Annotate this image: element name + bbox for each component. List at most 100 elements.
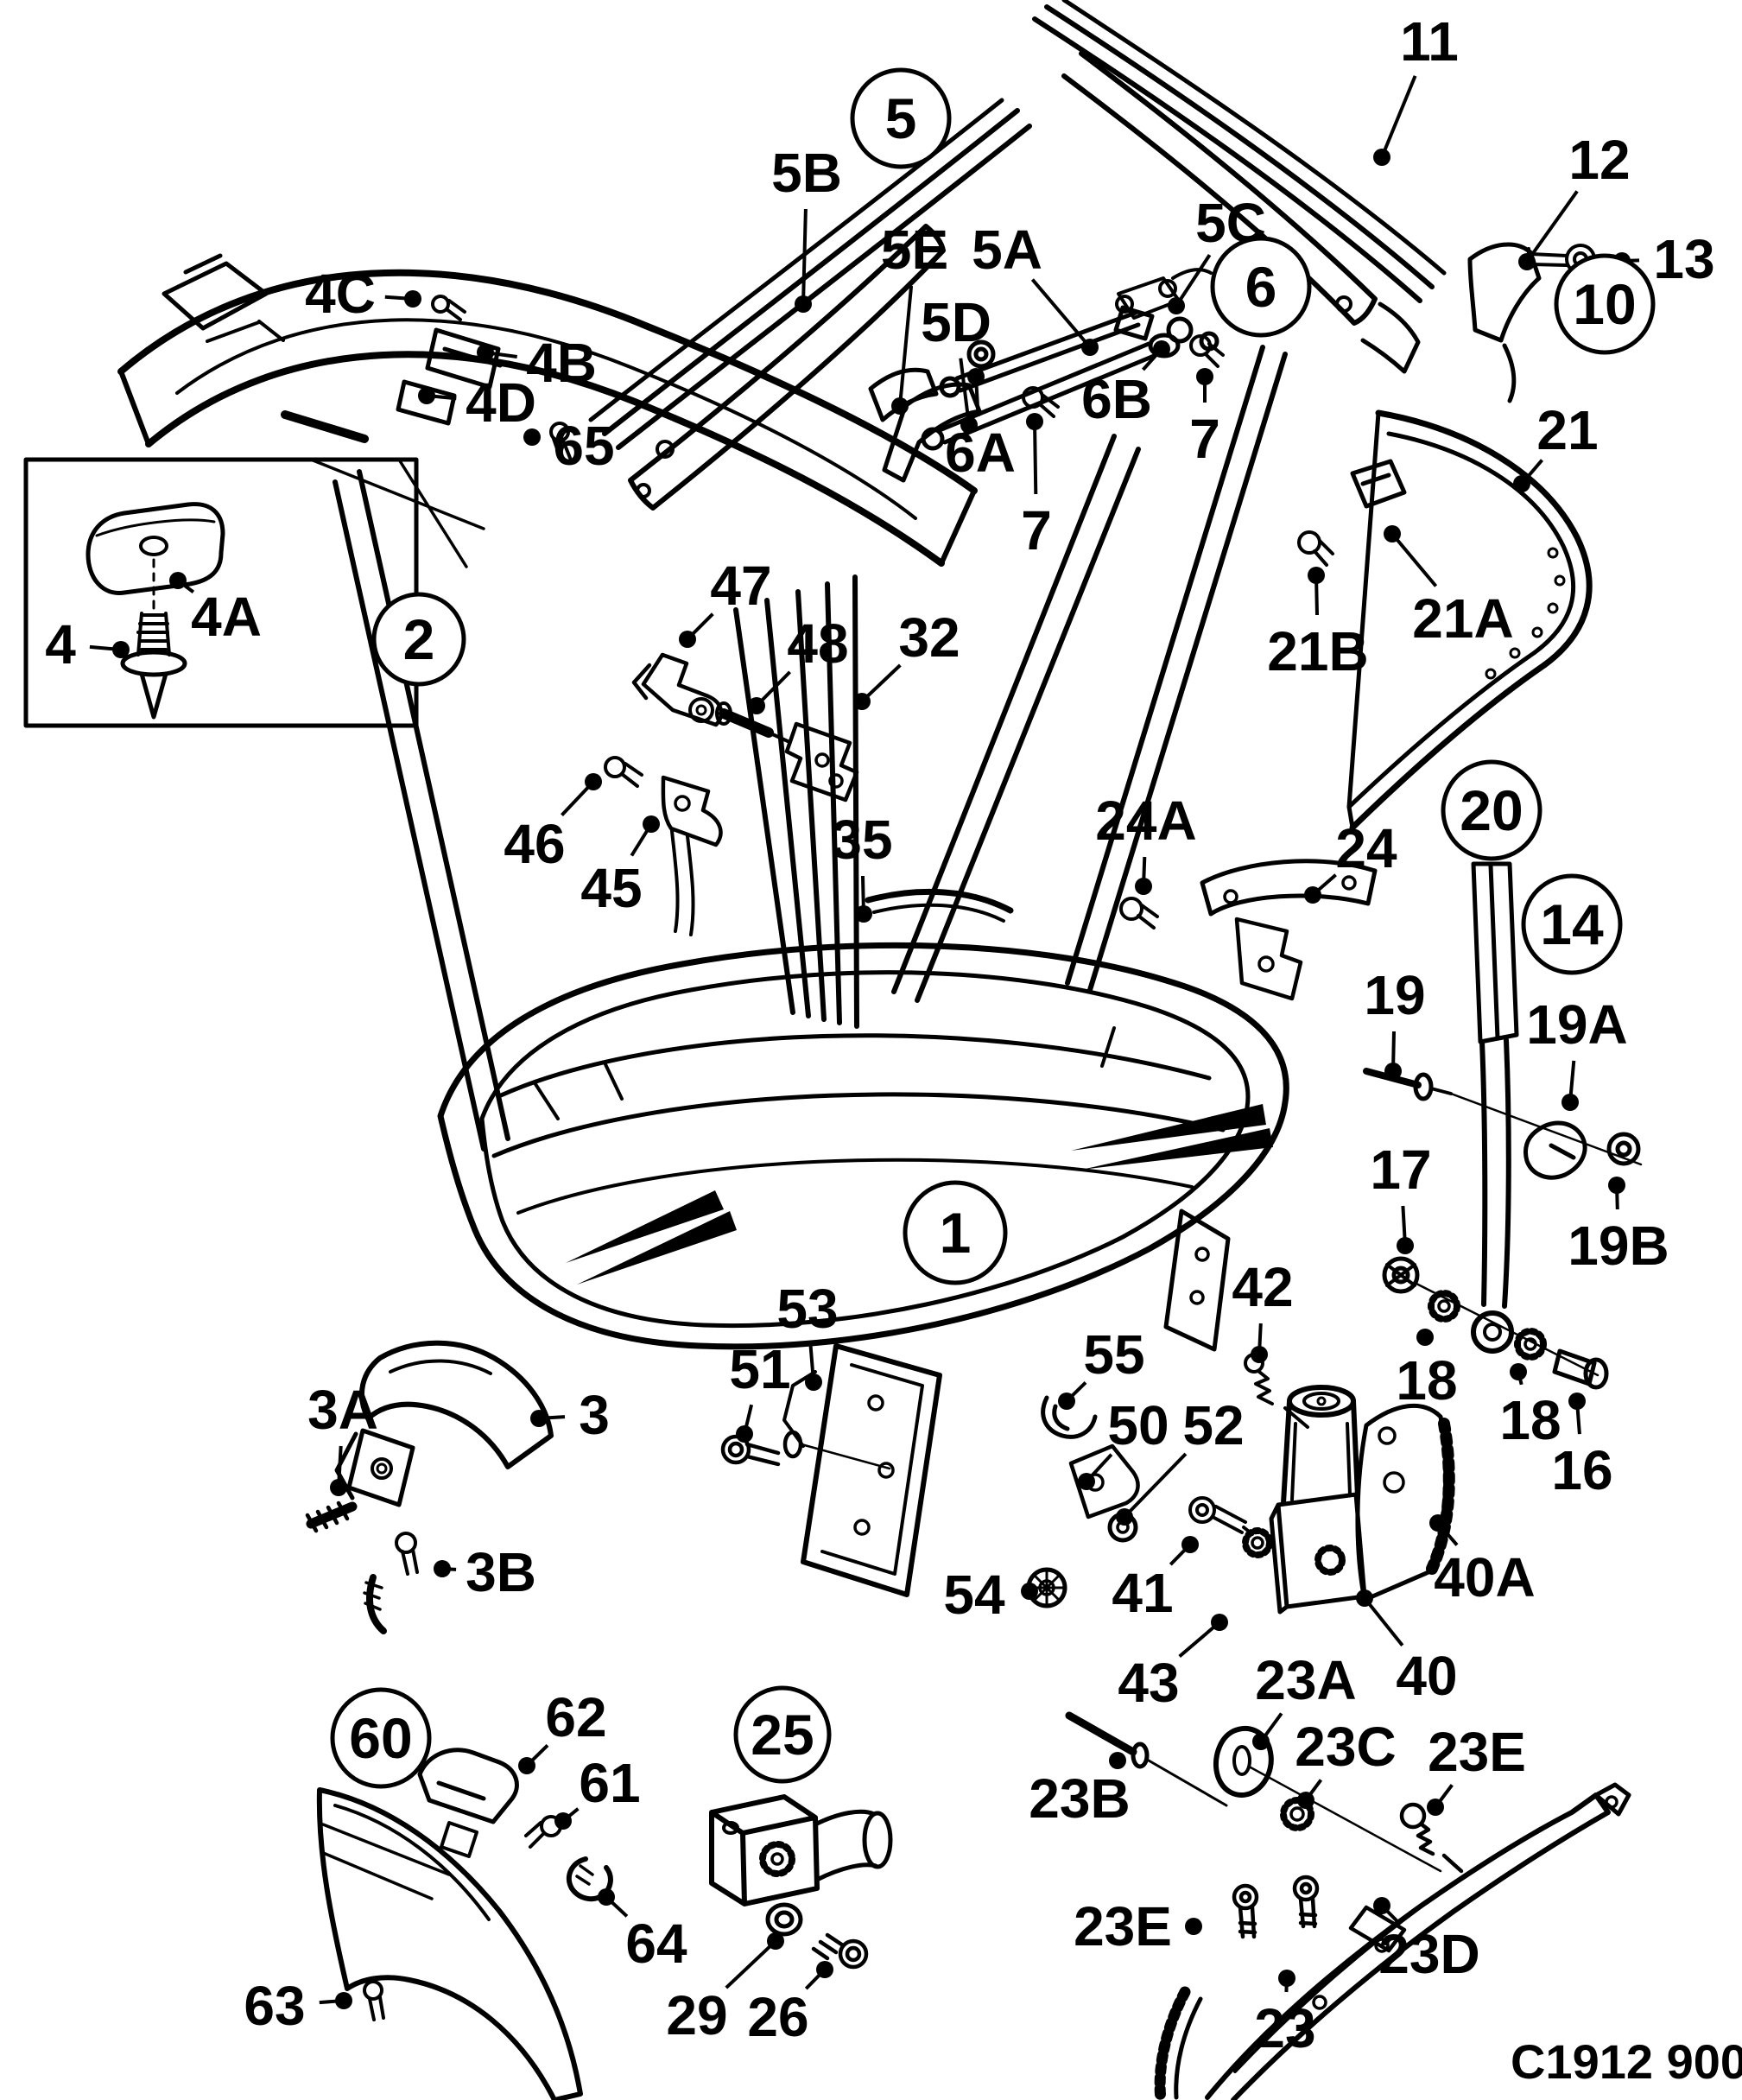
- line-art-segment: [1341, 875, 1357, 891]
- part-7-screw-right: [1189, 334, 1225, 368]
- line-art-segment: [1523, 1337, 1537, 1351]
- callout-label-5E-4: 5E: [881, 219, 948, 281]
- callout-23E-60: 23E: [1074, 1895, 1202, 1957]
- leader-dot-18-34: [1510, 1363, 1527, 1380]
- badge-circle-5: [850, 67, 952, 169]
- line-art-segment: [1238, 1905, 1257, 1939]
- callout-label-24-28: 24: [1335, 817, 1397, 879]
- line-art-segment: [1147, 1759, 1228, 1807]
- line-art-segment: [1249, 1766, 1442, 1873]
- leader-dot-24A-27: [1135, 878, 1152, 895]
- callout-52-41: 52: [1116, 1394, 1245, 1526]
- line-art-segment: [921, 427, 945, 451]
- inset-pointer-lines: [309, 458, 485, 568]
- badge-circle-60: [330, 1687, 432, 1789]
- callout-label-19A-30: 19A: [1526, 993, 1627, 1056]
- callout-45-25: 45: [580, 815, 660, 919]
- leader-dot-32-23: [853, 693, 871, 710]
- badge-circle-14: [1521, 873, 1623, 975]
- part-3A-screw: [305, 1500, 358, 1533]
- line-art-segment: [320, 1823, 451, 1900]
- leader-dot-23A-56: [1252, 1733, 1270, 1750]
- callout-4-17: 4: [45, 613, 130, 676]
- callout-label-46-24: 46: [504, 813, 565, 875]
- badge-number-25: 25: [751, 1703, 814, 1767]
- leader-dot-24-28: [1304, 886, 1321, 904]
- line-art-segment: [688, 697, 714, 723]
- leader-dot-23E-58: [1427, 1799, 1444, 1816]
- part-4-stud: [120, 612, 187, 720]
- callout-23-62: 23: [1254, 1970, 1316, 2059]
- leader-dot-6B-9: [1153, 340, 1170, 358]
- badge-number-2: 2: [403, 607, 435, 671]
- callout-12-1: 12: [1518, 129, 1631, 270]
- line-art-segment: [759, 1841, 795, 1877]
- mount-plate-51-53: [720, 1343, 942, 1597]
- callout-label-24A-27: 24A: [1095, 790, 1196, 852]
- line-art-segment: [867, 1394, 884, 1412]
- leader-line-52-41: [1123, 1452, 1188, 1519]
- line-art-segment: [1349, 409, 1593, 831]
- line-art-segment: [811, 1932, 846, 1961]
- badge-number-1: 1: [940, 1201, 972, 1265]
- callout-label-23-62: 23: [1254, 1997, 1315, 2059]
- callout-24A-27: 24A: [1095, 790, 1197, 895]
- line-art-segment: [491, 1033, 1226, 1158]
- callout-21-18: 21: [1513, 399, 1599, 492]
- leader-dot-3A-42: [330, 1479, 347, 1496]
- line-art-segment: [1119, 897, 1143, 921]
- line-art-segment: [1289, 1806, 1305, 1822]
- leader-dot-42-36: [1251, 1346, 1268, 1363]
- line-art-segment: [715, 701, 732, 726]
- callout-label-55-37: 55: [1083, 1323, 1144, 1386]
- callout-65-15: 65: [523, 415, 615, 477]
- line-art-segment: [1391, 1266, 1410, 1285]
- callout-17-31: 17: [1370, 1139, 1432, 1254]
- line-art-segment: [744, 1442, 781, 1467]
- line-art-segment: [534, 1026, 1116, 1120]
- assembly-badge-2: 2: [371, 592, 466, 687]
- line-art-segment: [1346, 431, 1576, 809]
- line-art-segment: [305, 1500, 350, 1533]
- leader-dot-40A-47: [1429, 1514, 1447, 1532]
- line-art-segment: [865, 888, 1014, 914]
- callout-label-3-43: 3: [579, 1384, 610, 1446]
- callout-label-6A-8: 6A: [945, 422, 1016, 484]
- callout-4C-12: 4C: [305, 263, 421, 325]
- callout-label-47-21: 47: [710, 555, 771, 617]
- line-art-segment: [862, 1811, 893, 1869]
- line-art-segment: [720, 1434, 751, 1465]
- line-art-segment: [389, 1359, 492, 1375]
- assembly-badge-60: 60: [330, 1687, 432, 1789]
- callout-label-5B-3: 5B: [771, 142, 842, 204]
- leader-dot-5E-4: [891, 397, 909, 415]
- line-art-segment: [801, 1343, 942, 1597]
- part-62-bracket: [417, 1748, 519, 1824]
- callout-label-7-11: 7: [1189, 408, 1220, 470]
- line-art-segment: [1038, 394, 1060, 418]
- leader-dot-5A-5: [1081, 339, 1099, 356]
- badge-circle-20: [1441, 759, 1542, 861]
- callout-7-11: 7: [1189, 368, 1220, 470]
- leader-dot-19A-30: [1561, 1094, 1579, 1111]
- callout-63-52: 63: [244, 1975, 352, 2037]
- callout-label-3B-44: 3B: [466, 1541, 536, 1603]
- line-art-segment: [1583, 1357, 1609, 1390]
- callout-19-29: 19: [1364, 964, 1426, 1080]
- leader-dot-23C-57: [1297, 1792, 1314, 1809]
- callout-label-26-55: 26: [747, 1986, 808, 2048]
- line-art-segment: [1531, 626, 1543, 638]
- callout-5E-4: 5E: [881, 219, 948, 415]
- leader-dot-19-29: [1384, 1063, 1402, 1080]
- line-art-segment: [136, 613, 169, 651]
- callout-40A-47: 40A: [1429, 1514, 1536, 1608]
- callout-label-21A-19: 21A: [1412, 587, 1513, 650]
- callout-23D-61: 23D: [1373, 1897, 1480, 1985]
- callout-19B-32: 19B: [1568, 1177, 1669, 1277]
- line-art-segment: [845, 1945, 862, 1963]
- part-26-screw: [811, 1932, 869, 1970]
- line-art-segment: [1044, 4, 1435, 289]
